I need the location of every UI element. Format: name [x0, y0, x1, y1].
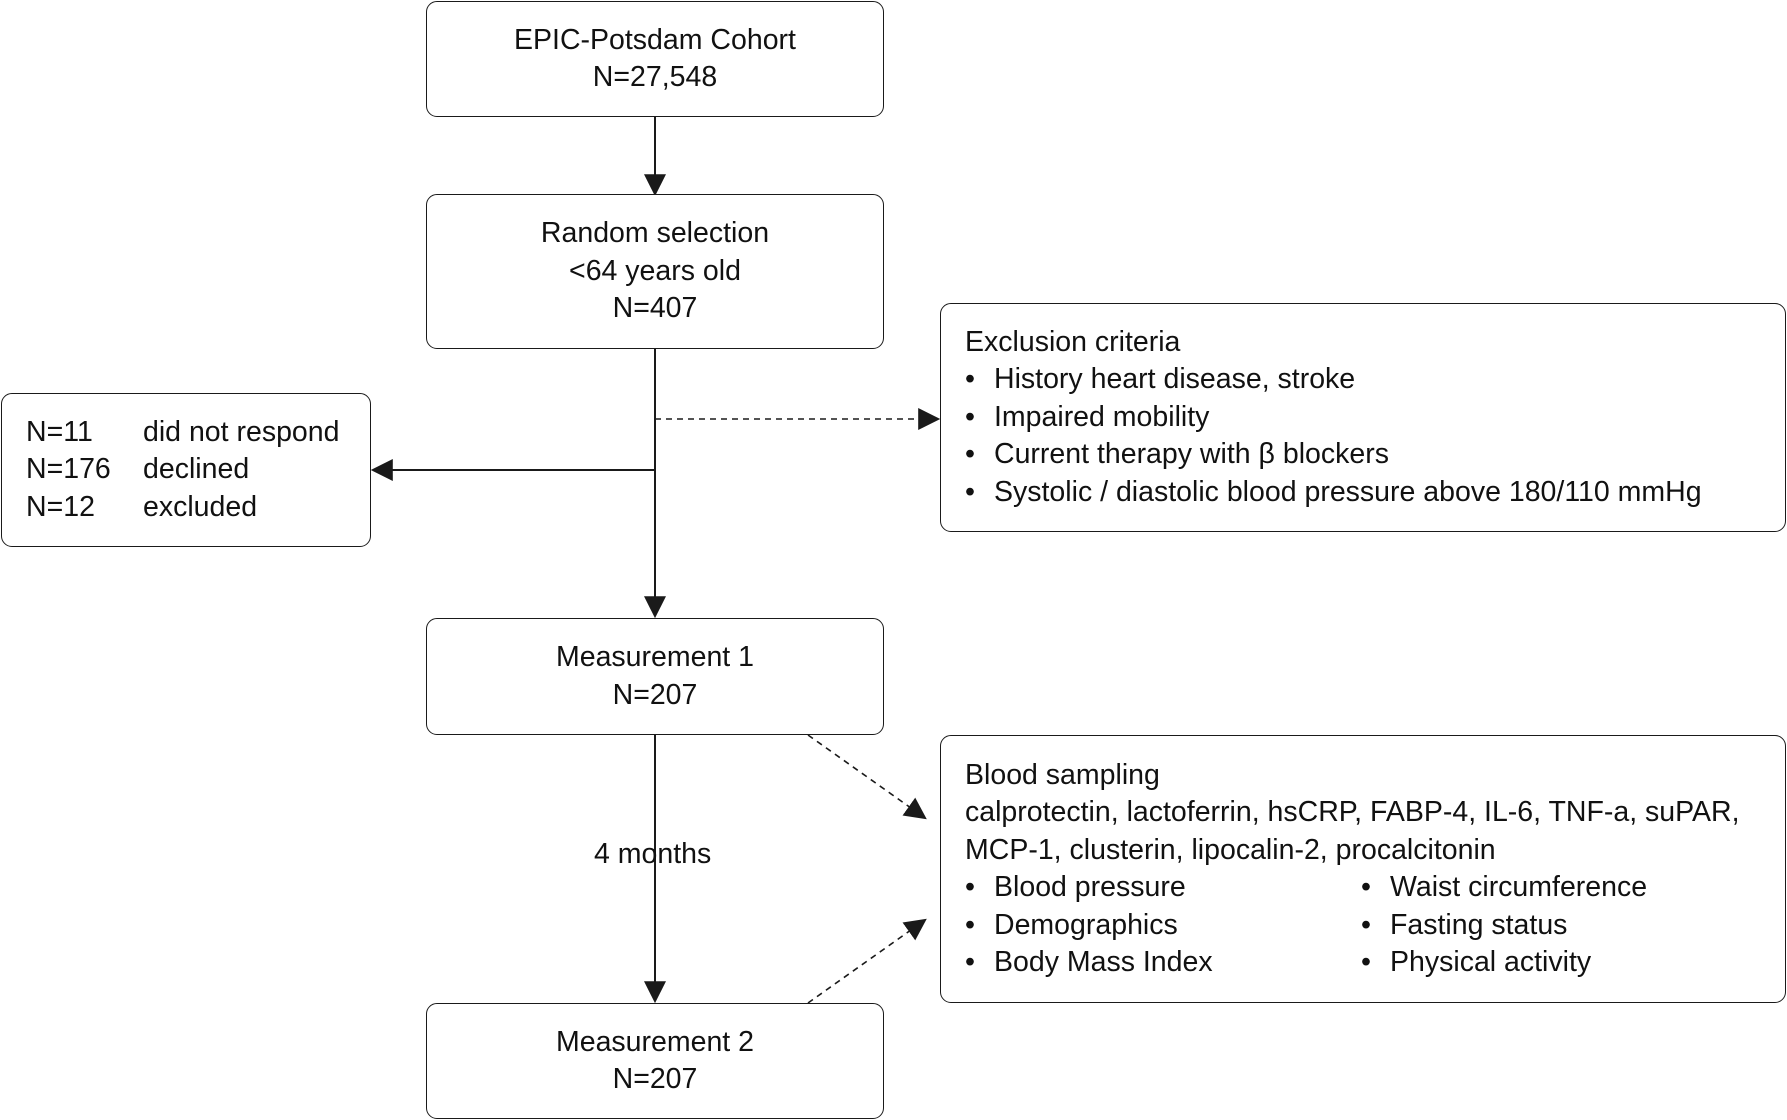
selection-title: Random selection [540, 217, 770, 250]
blood-item-row: Demographics Fasting status [941, 907, 1785, 945]
nonparticipant-count: N=12 [26, 490, 95, 523]
measurement1-title: Measurement 1 [555, 641, 754, 673]
exclusion-title: Exclusion criteria [965, 325, 1181, 358]
interval-label: 4 months [594, 838, 712, 870]
blood-item-row: Body Mass Index Physical activity [941, 944, 1785, 982]
markers-line: MCP-1, clusterin, lipocalin-2, procalcit… [965, 833, 1496, 866]
nonparticipant-row: N=11 did not respond [2, 414, 370, 452]
blood-item: Body Mass Index [965, 944, 1361, 982]
dashed-arrow-m1-to-blood [807, 734, 927, 820]
selection-count: N=407 [612, 292, 698, 325]
measurement2-title: Measurement 2 [555, 1025, 754, 1058]
measurement2-box: Measurement 2 N=207 [426, 1003, 884, 1119]
random-selection-box: Random selection <64 years old N=407 [426, 194, 884, 349]
cohort-count: N=27,548 [592, 61, 718, 93]
nonparticipant-count: N=176 [26, 453, 111, 486]
nonparticipant-count: N=11 [26, 415, 93, 448]
exclusion-item: History heart disease, stroke [941, 361, 1785, 399]
nonparticipant-reason: excluded [143, 490, 258, 523]
exclusion-item: Current therapy with β blockers [941, 436, 1785, 474]
blood-sampling-box: Blood sampling calprotectin, lactoferrin… [940, 735, 1786, 1003]
selection-subtitle: <64 years old [569, 254, 741, 287]
nonparticipant-reason: declined [143, 453, 250, 486]
exclusion-criteria-box: Exclusion criteria History heart disease… [940, 303, 1786, 532]
cohort-box: EPIC-Potsdam Cohort N=27,548 [426, 1, 884, 117]
cohort-title: EPIC-Potsdam Cohort [514, 23, 796, 56]
nonparticipant-row: N=176 declined [2, 451, 370, 489]
measurement2-count: N=207 [612, 1063, 698, 1095]
blood-item: Waist circumference [1361, 869, 1647, 907]
blood-item: Physical activity [1361, 944, 1591, 982]
measurement1-count: N=207 [612, 678, 698, 711]
blood-sampling-title: Blood sampling [965, 758, 1160, 791]
measurement1-box: Measurement 1 N=207 [426, 618, 884, 735]
blood-item: Demographics [965, 907, 1361, 945]
blood-item: Blood pressure [965, 869, 1361, 907]
blood-item-row: Blood pressure Waist circumference [941, 869, 1785, 907]
dashed-arrow-m2-to-blood [807, 918, 927, 1004]
nonparticipant-row: N=12 excluded [2, 489, 370, 527]
exclusion-item: Systolic / diastolic blood pressure abov… [941, 474, 1785, 512]
exclusion-item: Impaired mobility [941, 399, 1785, 437]
blood-item: Fasting status [1361, 907, 1567, 945]
nonparticipants-box: N=11 did not respond N=176 declined N=12 ex… [1, 393, 371, 547]
nonparticipant-reason: did not respond [143, 415, 340, 448]
markers-line: calprotectin, lactoferrin, hsCRP, FABP-4… [965, 796, 1740, 828]
